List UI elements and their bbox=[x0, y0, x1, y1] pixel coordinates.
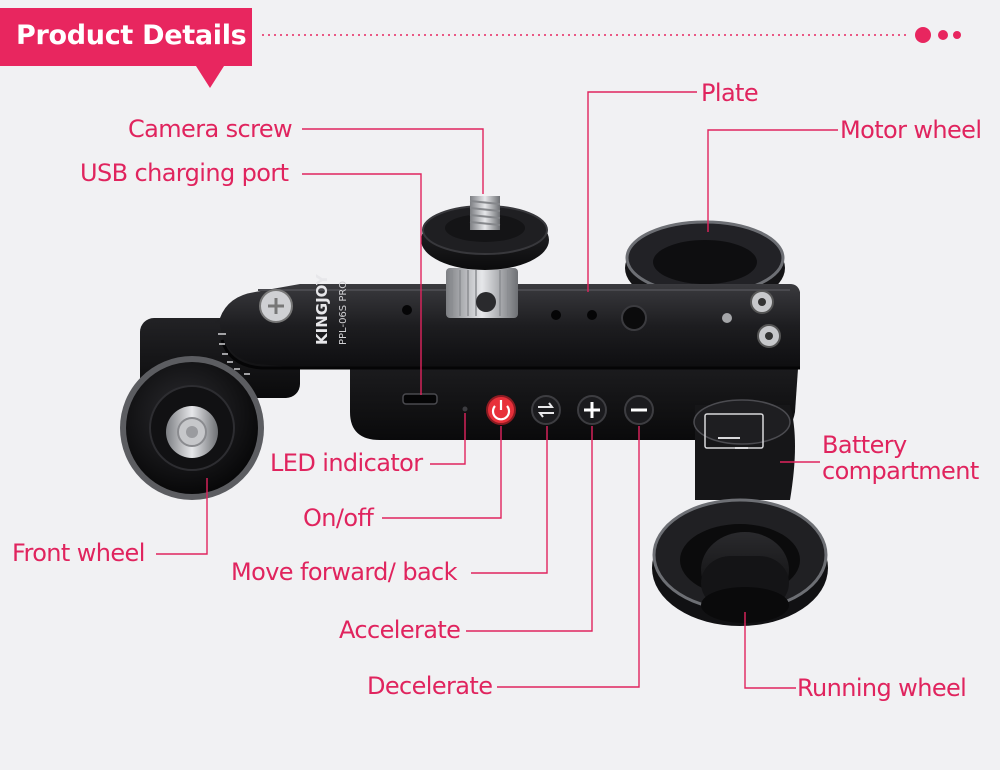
running-wheel bbox=[652, 498, 828, 626]
label-battery-line2: compartment bbox=[822, 457, 979, 486]
leader-camera-screw bbox=[302, 128, 484, 194]
label-battery-compartment: Battery compartment bbox=[822, 432, 979, 485]
usb-port bbox=[402, 393, 438, 405]
leader-running-wheel bbox=[744, 612, 796, 689]
label-battery-line1: Battery bbox=[822, 431, 907, 459]
accelerate-button bbox=[577, 395, 607, 425]
label-camera-screw: Camera screw bbox=[128, 115, 293, 143]
led-indicator bbox=[462, 406, 468, 412]
direction-button bbox=[531, 395, 561, 425]
leader-plate bbox=[587, 91, 697, 292]
leader-accelerate bbox=[466, 426, 593, 632]
leader-on-off bbox=[382, 426, 502, 519]
header-banner bbox=[0, 8, 252, 88]
label-accelerate: Accelerate bbox=[339, 616, 461, 644]
leader-usb-port bbox=[302, 173, 422, 395]
label-on-off: On/off bbox=[303, 504, 374, 532]
leader-move bbox=[471, 426, 548, 574]
label-led-indicator: LED indicator bbox=[270, 449, 423, 477]
page-title: Product Details bbox=[16, 20, 247, 51]
label-plate: Plate bbox=[701, 79, 759, 107]
leader-motor-wheel bbox=[707, 129, 838, 232]
camera-screw bbox=[421, 196, 549, 318]
model-text: PPL-06S PRO bbox=[338, 281, 349, 345]
plate-body bbox=[218, 284, 800, 375]
leader-decelerate bbox=[497, 426, 640, 688]
label-running-wheel: Running wheel bbox=[797, 674, 967, 702]
brand-text: KINGJOY bbox=[313, 273, 331, 345]
front-wheel bbox=[120, 307, 300, 500]
label-move: Move forward/ back bbox=[231, 558, 458, 586]
header-dot-medium bbox=[938, 30, 948, 40]
leader-lines bbox=[156, 91, 838, 689]
leader-led bbox=[430, 413, 466, 465]
label-motor-wheel: Motor wheel bbox=[840, 116, 982, 144]
header-dot-large bbox=[915, 27, 931, 43]
label-decelerate: Decelerate bbox=[367, 672, 493, 700]
battery-compartment bbox=[693, 399, 795, 500]
label-usb-port: USB charging port bbox=[80, 159, 289, 187]
label-front-wheel: Front wheel bbox=[12, 539, 145, 567]
header-dot-small bbox=[953, 31, 961, 39]
leader-front-wheel bbox=[156, 478, 208, 555]
power-button bbox=[486, 395, 516, 425]
decelerate-button bbox=[624, 395, 654, 425]
